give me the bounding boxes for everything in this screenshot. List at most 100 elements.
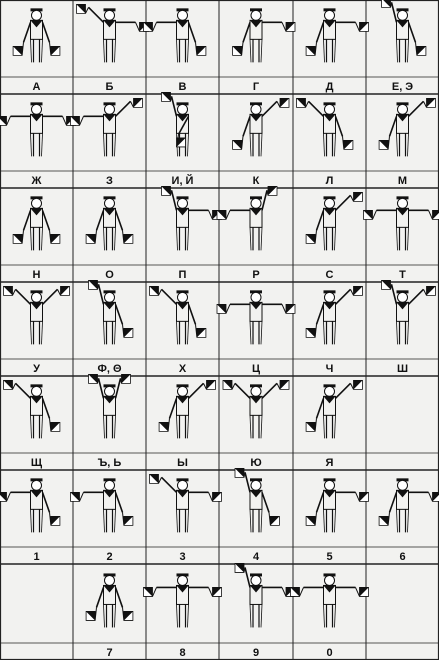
sailor-collar bbox=[324, 20, 336, 27]
sailor-figure bbox=[86, 573, 133, 627]
sailor-figure bbox=[13, 196, 60, 250]
sailor-trouser bbox=[104, 415, 105, 438]
sailor-head bbox=[105, 198, 115, 208]
cell-label: Д bbox=[326, 81, 334, 93]
sailor-figure bbox=[223, 380, 289, 438]
flag-stick bbox=[86, 7, 89, 13]
sailor-collar bbox=[31, 208, 43, 215]
sailor-arm bbox=[99, 378, 104, 398]
sailor-arm bbox=[189, 304, 196, 324]
sailor-collar bbox=[177, 490, 189, 497]
sailor-collar bbox=[397, 208, 409, 215]
sailor-figure bbox=[306, 286, 362, 344]
sailor-arm bbox=[243, 22, 250, 42]
flag-stick bbox=[315, 42, 316, 55]
cell-label: Ч bbox=[326, 363, 334, 375]
sailor-trouser bbox=[42, 39, 43, 62]
flag-stick bbox=[269, 512, 270, 525]
flag-stick bbox=[277, 101, 280, 107]
sailor-arm bbox=[336, 383, 351, 398]
sailor-collar bbox=[31, 114, 43, 121]
sailor-trouser bbox=[250, 227, 251, 250]
flag-stick bbox=[13, 383, 16, 389]
sailor-head bbox=[398, 10, 408, 20]
sailor-trouser bbox=[115, 604, 116, 627]
sailor-trouser bbox=[42, 227, 43, 250]
sailor-arm bbox=[245, 472, 250, 492]
sailor-trouser bbox=[42, 133, 43, 156]
sailor-trouser bbox=[31, 39, 32, 62]
sailor-collar bbox=[177, 585, 189, 592]
cell-label: О bbox=[105, 269, 114, 281]
sailor-head bbox=[398, 292, 408, 302]
sailor-figure bbox=[379, 98, 435, 156]
sailor-collar bbox=[324, 208, 336, 215]
sailor-arm bbox=[162, 477, 177, 492]
sailor-collar bbox=[104, 585, 116, 592]
sailor-figure bbox=[306, 478, 368, 532]
sailor-head bbox=[325, 386, 335, 396]
sailor-arm bbox=[392, 2, 397, 22]
cell-label: Х bbox=[179, 363, 187, 375]
sailor-figure bbox=[233, 8, 295, 62]
sailor-collar bbox=[104, 396, 116, 403]
sailor-trouser bbox=[408, 509, 409, 532]
sailor-arm bbox=[262, 190, 267, 210]
flag-stick bbox=[209, 587, 213, 596]
sailor-trouser bbox=[188, 133, 189, 156]
flag-stick bbox=[429, 492, 433, 501]
sailor-collar bbox=[324, 302, 336, 309]
sailor-trouser bbox=[335, 509, 336, 532]
sailor-trouser bbox=[324, 133, 325, 156]
sailor-trouser bbox=[115, 39, 116, 62]
sailor-arm bbox=[309, 101, 324, 116]
cell-label: Ю bbox=[250, 457, 261, 469]
flag-stick bbox=[80, 492, 84, 501]
sailor-head bbox=[251, 386, 261, 396]
cell-label: Н bbox=[33, 269, 41, 281]
sailor-arm bbox=[116, 210, 123, 230]
sailor-collar bbox=[177, 302, 189, 309]
sailor-figure bbox=[235, 563, 295, 627]
sailor-arm bbox=[262, 492, 269, 512]
sailor-arm bbox=[43, 289, 58, 304]
sailor-figure bbox=[217, 186, 277, 250]
sailor-arm bbox=[24, 210, 31, 230]
sailor-arm bbox=[99, 284, 104, 304]
cell-label: З bbox=[106, 175, 113, 187]
sailor-figure bbox=[71, 98, 143, 156]
flag-stick bbox=[315, 418, 316, 431]
flag-stick bbox=[196, 42, 197, 55]
sailor-arm bbox=[409, 22, 416, 42]
flag-stick bbox=[196, 324, 197, 337]
sailor-collar bbox=[250, 396, 262, 403]
flag-stick bbox=[80, 116, 84, 125]
sailor-collar bbox=[104, 114, 116, 121]
sailor-arm bbox=[116, 304, 123, 324]
sailor-trouser bbox=[250, 39, 251, 62]
cell-label: В bbox=[179, 81, 187, 93]
sailor-trouser bbox=[188, 415, 189, 438]
flag-stick bbox=[168, 418, 169, 431]
sailor-head bbox=[178, 198, 188, 208]
cell-label: П bbox=[179, 269, 187, 281]
flag-stick bbox=[242, 42, 243, 55]
sailor-arm bbox=[116, 101, 131, 116]
cell-label: Ш bbox=[397, 363, 408, 375]
sailor-trouser bbox=[115, 227, 116, 250]
sailor-arm bbox=[97, 210, 104, 230]
sailor-trouser bbox=[188, 39, 189, 62]
flag-stick bbox=[343, 136, 344, 149]
cell-label: Л bbox=[326, 175, 334, 187]
sailor-trouser bbox=[42, 509, 43, 532]
sailor-trouser bbox=[408, 227, 409, 250]
sailor-arm bbox=[317, 492, 324, 512]
sailor-head bbox=[32, 10, 42, 20]
sailor-trouser bbox=[115, 509, 116, 532]
flag-stick bbox=[424, 289, 427, 295]
flag-stick bbox=[300, 587, 304, 596]
sailor-arm bbox=[89, 7, 104, 22]
flag-stick bbox=[95, 230, 96, 243]
sailor-head bbox=[32, 480, 42, 490]
sailor-trouser bbox=[42, 415, 43, 438]
